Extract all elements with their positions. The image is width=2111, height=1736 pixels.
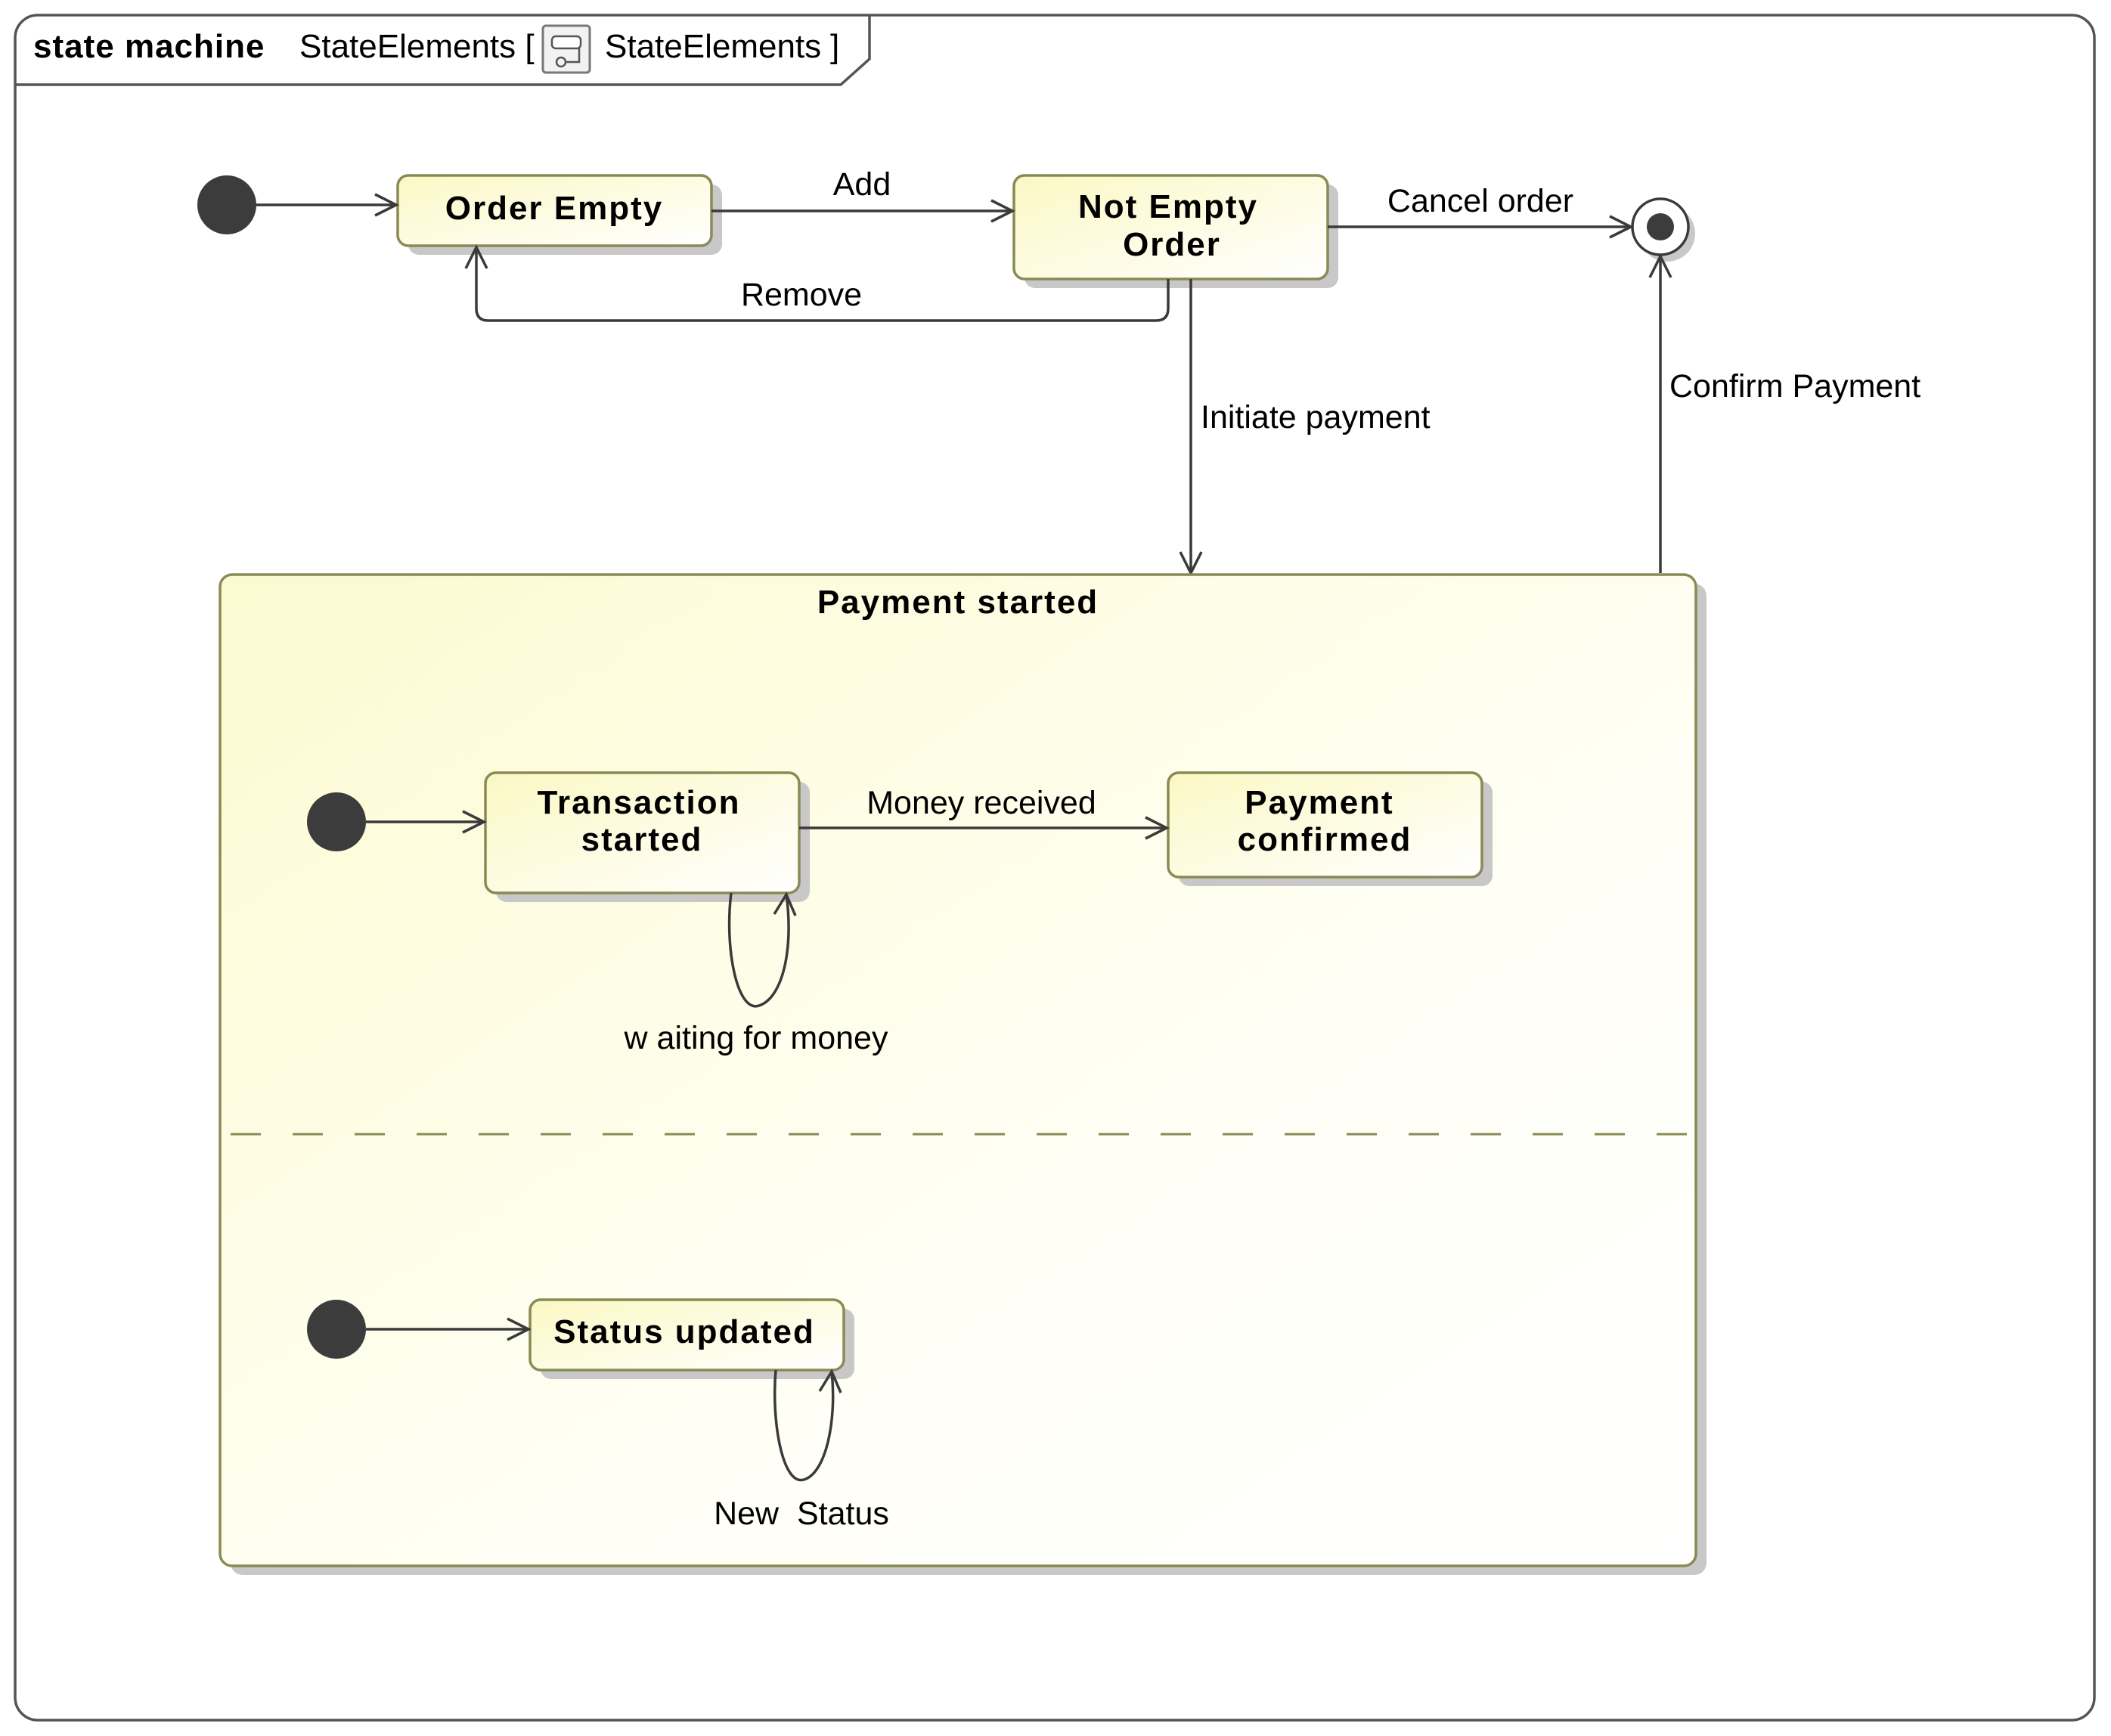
transition-initiate-payment bbox=[1179, 279, 1203, 576]
initial-node-top bbox=[197, 175, 256, 234]
transition-initial-to-status-updated bbox=[366, 1317, 532, 1341]
transition-add bbox=[711, 199, 1015, 223]
state-not-empty-order-label-line2: Order bbox=[1123, 226, 1221, 263]
state-payment-started-label: Payment started bbox=[817, 584, 1099, 621]
transition-cancel-order-label: Cancel order bbox=[1387, 183, 1573, 219]
state-status-updated-label: Status updated bbox=[553, 1313, 815, 1350]
state-payment-confirmed-label-line2: confirmed bbox=[1238, 821, 1412, 858]
transition-money-received bbox=[799, 816, 1170, 840]
transition-initial-to-order-empty bbox=[256, 193, 399, 217]
transition-money-received-label: Money received bbox=[866, 785, 1096, 821]
state-not-empty-order-label-line1: Not Empty bbox=[1078, 188, 1258, 225]
initial-node-region-2 bbox=[307, 1300, 366, 1359]
state-status-updated bbox=[529, 1298, 845, 1372]
transition-confirm-payment-label: Confirm Payment bbox=[1669, 368, 1920, 405]
transition-new-status bbox=[773, 1369, 842, 1482]
frame-close-bracket: ] bbox=[830, 28, 839, 65]
transition-cancel-order bbox=[1328, 215, 1634, 239]
transition-remove bbox=[464, 244, 1170, 322]
transition-add-label: Add bbox=[833, 166, 891, 203]
state-order-empty-label: Order Empty bbox=[445, 190, 664, 227]
transition-confirm-payment bbox=[1648, 253, 1672, 573]
state-payment-confirmed-label-line1: Payment bbox=[1245, 784, 1393, 821]
transition-initial-to-transaction-started bbox=[366, 810, 487, 834]
transition-initiate-payment-label: Initiate payment bbox=[1201, 399, 1431, 436]
frame-keyword: state machine bbox=[33, 28, 265, 65]
transition-new-status-label: New Status bbox=[714, 1496, 889, 1532]
state-transaction-started-label-line1: Transaction bbox=[538, 784, 741, 821]
transition-waiting-for-money-label: w aiting for money bbox=[624, 1020, 888, 1056]
transition-waiting-for-money bbox=[727, 891, 797, 1008]
state-transaction-started bbox=[484, 771, 801, 894]
frame-header-tab bbox=[15, 15, 871, 86]
initial-node-region-1 bbox=[307, 792, 366, 851]
transition-remove-label: Remove bbox=[741, 277, 862, 313]
state-payment-confirmed bbox=[1167, 771, 1483, 879]
state-machine-icon bbox=[541, 24, 591, 74]
frame-name: StateElements [ bbox=[299, 28, 535, 65]
final-state bbox=[1631, 197, 1695, 262]
frame-reference: StateElements bbox=[605, 28, 821, 65]
state-transaction-started-label-line2: started bbox=[581, 821, 703, 858]
state-payment-started bbox=[219, 573, 1697, 1567]
